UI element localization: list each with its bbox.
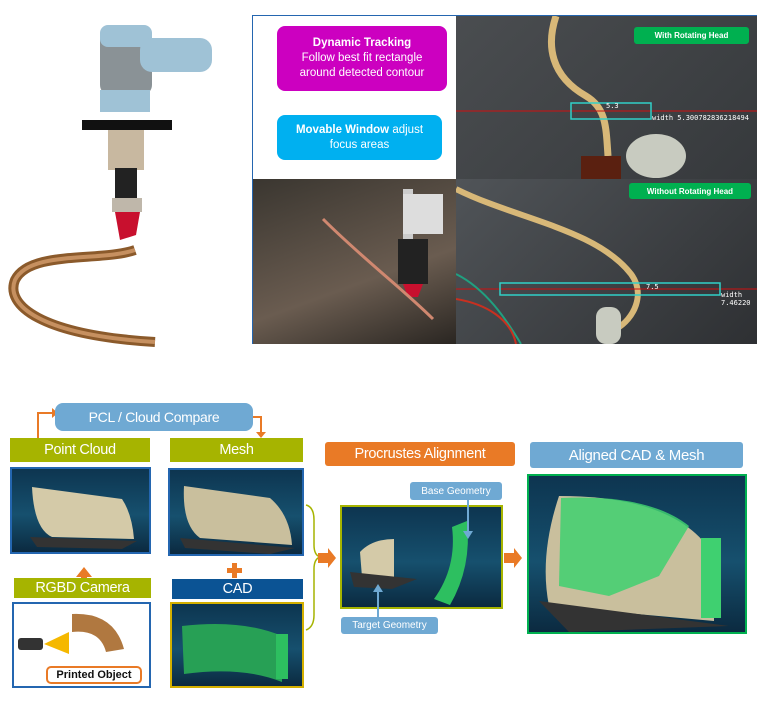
- dynamic-tracking-title: Dynamic Tracking: [312, 37, 412, 49]
- without-rotating-head-photo: Without Rotating Head 7.5 width 7.46220: [456, 179, 757, 344]
- dynamic-tracking-line2: around detected contour: [299, 67, 425, 79]
- dynamic-tracking-line1: Follow best fit rectangle: [301, 52, 423, 64]
- target-geometry-label: Target Geometry: [341, 617, 438, 634]
- procrustes-image: [340, 505, 503, 609]
- aligned-cad-mesh-label: Aligned CAD & Mesh: [530, 442, 743, 468]
- dynamic-tracking-callout: Dynamic Tracking Follow best fit rectang…: [277, 26, 447, 91]
- cad-model-image: [170, 602, 304, 688]
- pcl-cloud-compare-label: PCL / Cloud Compare: [55, 403, 253, 431]
- without-head-value: 7.5: [646, 283, 659, 291]
- printed-object-label: Printed Object: [46, 666, 142, 684]
- printer-head-photo: [253, 179, 456, 344]
- movable-window-callout: Movable Window adjust focus areas: [277, 115, 442, 160]
- without-head-width-readout: width 7.46220: [721, 291, 751, 307]
- rgbd-camera-label: RGBD Camera: [14, 578, 151, 598]
- robot-arm-photo: [0, 0, 240, 350]
- cad-label: CAD: [172, 579, 303, 599]
- aligned-result-image: [527, 474, 747, 634]
- without-rotating-head-tag: Without Rotating Head: [629, 183, 751, 199]
- with-rotating-head-photo: With Rotating Head 5.3 width 5.300782836…: [456, 16, 757, 179]
- with-head-value: 5.3: [606, 102, 619, 110]
- camera-setup-image: Printed Object: [12, 602, 151, 688]
- point-cloud-image: [10, 467, 151, 554]
- movable-window-title: Movable Window: [295, 123, 390, 136]
- base-geometry-label: Base Geometry: [410, 482, 502, 500]
- movable-window-line2: focus areas: [329, 138, 390, 151]
- procrustes-alignment-label: Procrustes Alignment: [325, 442, 515, 466]
- with-head-width-readout: width 5.300782836218494: [652, 114, 749, 122]
- tracking-panel: Dynamic Tracking Follow best fit rectang…: [252, 15, 757, 344]
- with-rotating-head-tag: With Rotating Head: [634, 27, 749, 44]
- movable-window-rest: adjust: [389, 123, 424, 136]
- point-cloud-label: Point Cloud: [10, 438, 150, 462]
- mesh-image: [168, 468, 304, 556]
- geometry-pointers: [373, 500, 473, 617]
- mesh-label: Mesh: [170, 438, 303, 462]
